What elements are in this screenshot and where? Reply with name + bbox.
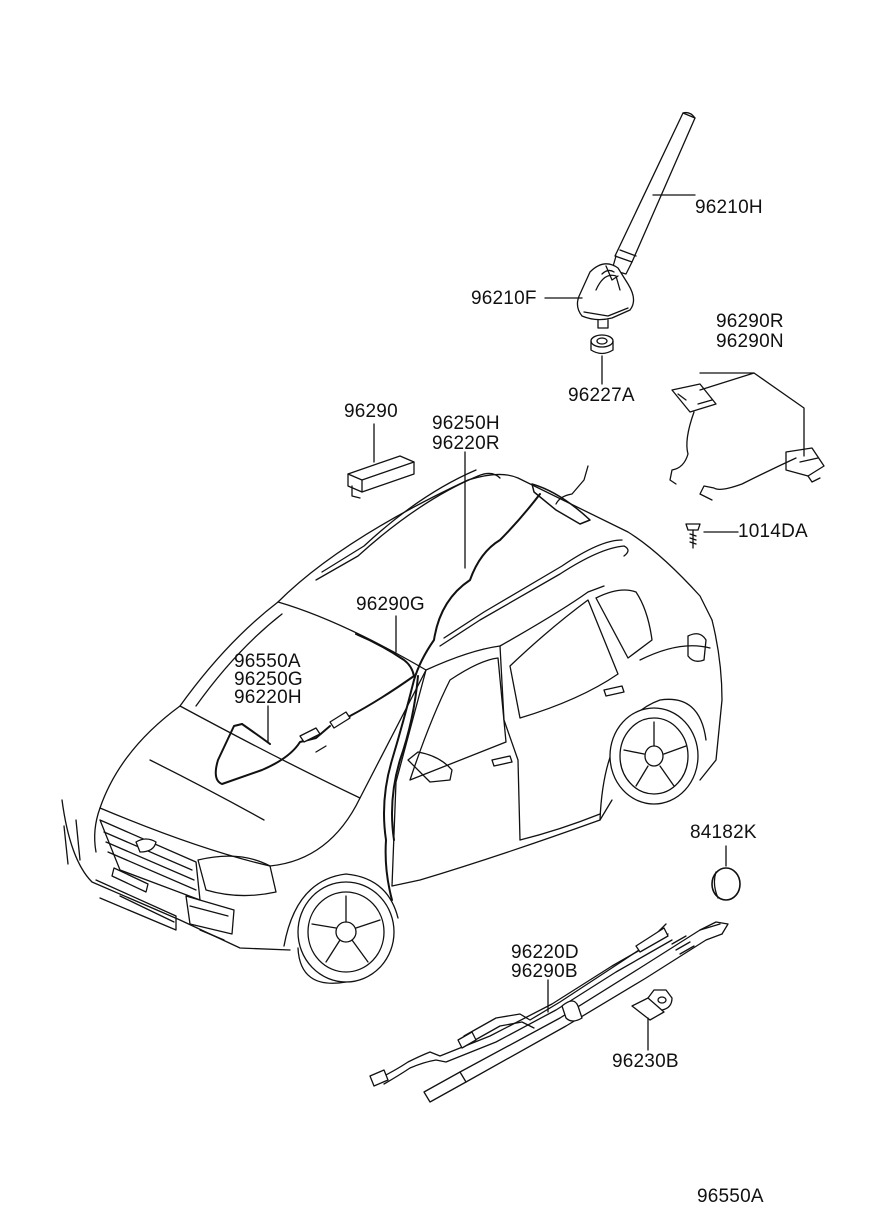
extension-cable [369,921,729,1103]
label-96250H: 96250H [432,413,500,434]
label-96220R: 96220R [432,433,500,454]
antenna-base [576,263,635,329]
vehicle-cables [214,465,591,901]
label-96290R: 96290R [716,311,784,332]
label-84182K: 84182K [690,822,757,843]
bolt [685,523,701,549]
bracket-assembly [669,383,825,501]
module-96290 [347,455,415,499]
label-96290B: 96290B [511,961,578,982]
label-96290: 96290 [344,401,398,422]
clamp-bracket [631,989,673,1021]
leader-bracket-a [699,372,755,391]
rear-wheel [609,707,699,805]
label-96230B: 96230B [612,1051,679,1072]
grommet [711,867,741,901]
front-wheel [297,881,395,984]
label-96550A: 96550A [234,651,301,672]
vehicle-body [61,469,723,951]
cable-connectors [299,711,351,753]
label-96250G: 96250G [234,669,303,690]
label-96227A: 96227A [568,385,635,406]
label-96290G: 96290G [356,594,425,615]
label-96210F: 96210F [471,288,537,309]
antenna-nut [590,334,614,355]
label-96290N: 96290N [716,331,784,352]
drawing-id: 96550A [697,1186,764,1207]
antenna-mast [611,111,696,275]
label-96220D: 96220D [511,942,579,963]
leader-bracket-b [753,372,805,457]
label-1014DA: 1014DA [738,521,808,542]
label-96220H: 96220H [234,687,302,708]
label-96210H: 96210H [695,197,763,218]
